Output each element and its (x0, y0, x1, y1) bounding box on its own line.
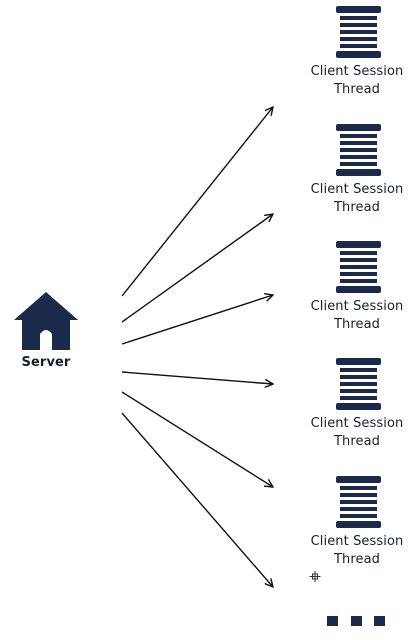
spool-icon (336, 124, 381, 176)
server-label: Server (21, 355, 71, 370)
arrow-to-thread-1 (121, 107, 273, 297)
spool-icon (336, 476, 381, 528)
client-thread-label: Client Session Thread (310, 182, 404, 215)
house-icon (14, 292, 78, 350)
connection-arrows (121, 107, 273, 587)
spool-icon (336, 358, 381, 410)
client-thread-label: Client Session Thread (310, 299, 404, 332)
spool-icon (336, 241, 381, 293)
arrow-to-thread-3 (121, 295, 273, 345)
arrow-to-thread-5 (121, 391, 273, 487)
ellipsis-dots-icon (327, 616, 385, 626)
spool-icon (336, 6, 381, 58)
crosshair-cursor-icon (309, 571, 321, 582)
client-thread-label: Client Session Thread (310, 64, 404, 97)
arrow-to-more-threads (121, 412, 273, 587)
client-thread-label: Client Session Thread (310, 416, 404, 449)
arrow-to-thread-4 (121, 371, 273, 384)
client-thread-label: Client Session Thread (310, 534, 404, 567)
arrow-to-thread-2 (121, 214, 273, 323)
